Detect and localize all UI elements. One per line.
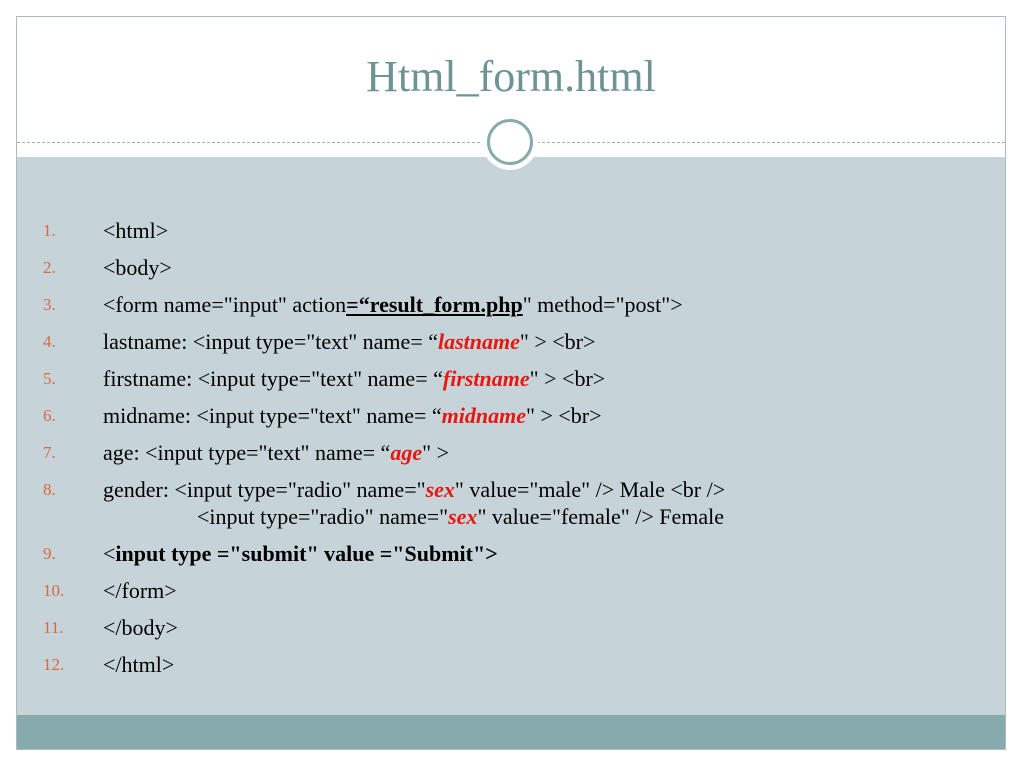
- highlighted-value: firstname: [442, 366, 530, 391]
- line-number: 4.: [43, 332, 56, 351]
- code-line: 8.gender: <input type="radio" name="sex"…: [17, 476, 1005, 530]
- code-text: midname: <input type="text" name= “midna…: [103, 402, 1005, 429]
- code-line: 11. </body>: [17, 614, 1005, 641]
- code-segment: " > <br>: [529, 366, 606, 391]
- line-number: 2.: [43, 258, 56, 277]
- code-text: </body>: [103, 614, 1005, 641]
- code-segment: age: <input type="text" name= “: [103, 440, 391, 465]
- code-segment: " > <br>: [519, 329, 596, 354]
- code-text: firstname: <input type="text" name= “fir…: [103, 365, 1005, 392]
- line-number: 12.: [43, 655, 65, 674]
- code-list: 1. <html> 2. <body> 3. <form name="input" act…: [17, 217, 1005, 688]
- code-text-continuation: <input type="radio" name="sex" value="fe…: [197, 503, 1005, 530]
- code-segment: " value="male" /> Male <br />: [454, 477, 726, 502]
- code-segment: input type ="submit" value ="Submit">: [115, 541, 498, 566]
- content-area: [17, 157, 1005, 716]
- code-text: <body>: [103, 254, 1005, 281]
- highlighted-value: sex: [425, 477, 455, 502]
- code-text: age: <input type="text" name= “age" >: [103, 439, 1005, 466]
- code-segment: midname: <input type="text" name= “: [103, 403, 442, 428]
- code-segment: <input type="radio" name=": [197, 504, 449, 529]
- circle-ornament-ring: [487, 119, 533, 165]
- line-number: 1.: [43, 221, 56, 240]
- code-line: 3. <form name="input" action=“result_form…: [17, 291, 1005, 318]
- circle-ornament: [482, 114, 538, 170]
- code-line: 1. <html>: [17, 217, 1005, 244]
- code-text: <form name="input" action=“result_form.p…: [103, 291, 1005, 318]
- code-text: gender: <input type="radio" name="sex" v…: [103, 476, 1005, 503]
- code-text: </form>: [103, 577, 1005, 604]
- footer-band: [17, 715, 1005, 749]
- slide: Html_form.html 1. <html> 2. <body> 3. <form n…: [16, 16, 1006, 750]
- code-segment: " > <br>: [526, 403, 602, 428]
- code-segment: <body>: [103, 255, 172, 280]
- line-number: 6.: [43, 406, 56, 425]
- code-line: 6. midname: <input type="text" name= “mid…: [17, 402, 1005, 429]
- code-line: 10. </form>: [17, 577, 1005, 604]
- highlighted-value: midname: [441, 403, 527, 428]
- code-segment: " method="post">: [522, 292, 683, 317]
- line-number: 7.: [43, 443, 56, 462]
- highlighted-value: age: [390, 440, 423, 465]
- code-line: 7. age: <input type="text" name= “age" >: [17, 439, 1005, 466]
- code-line: 5. firstname: <input type="text" name= “f…: [17, 365, 1005, 392]
- code-text: </html>: [103, 651, 1005, 678]
- code-segment: =“result_form.php: [346, 292, 523, 317]
- code-text: <input type ="submit" value ="Submit">: [103, 540, 1005, 567]
- code-segment: " value="female" /> Female: [477, 504, 725, 529]
- highlighted-value: sex: [448, 504, 478, 529]
- line-number: 9.: [43, 544, 56, 563]
- code-segment: lastname: <input type="text" name= “: [103, 329, 438, 354]
- line-number: 8.: [43, 480, 56, 499]
- code-segment: firstname: <input type="text" name= “: [103, 366, 443, 391]
- code-segment: " >: [422, 440, 449, 465]
- line-number: 10.: [43, 581, 65, 600]
- code-segment: <html>: [103, 218, 169, 243]
- line-number: 3.: [43, 295, 56, 314]
- code-line: 9. <input type ="submit" value ="Submit">: [17, 540, 1005, 567]
- code-line: 2. <body>: [17, 254, 1005, 281]
- code-segment: <: [103, 541, 116, 566]
- line-number: 5.: [43, 369, 56, 388]
- line-number: 11.: [43, 618, 64, 637]
- code-line: 4. lastname: <input type="text" name= “la…: [17, 328, 1005, 355]
- code-segment: <form name="input" action: [103, 292, 347, 317]
- slide-title: Html_form.html: [366, 52, 656, 101]
- code-segment: </body>: [103, 615, 178, 640]
- code-text: <html>: [103, 217, 1005, 244]
- code-segment: </form>: [103, 578, 177, 603]
- code-segment: </html>: [103, 652, 175, 677]
- code-segment: gender: <input type="radio" name=": [103, 477, 426, 502]
- highlighted-value: lastname: [437, 329, 520, 354]
- code-text: lastname: <input type="text" name= “last…: [103, 328, 1005, 355]
- code-line: 12. </html>: [17, 651, 1005, 678]
